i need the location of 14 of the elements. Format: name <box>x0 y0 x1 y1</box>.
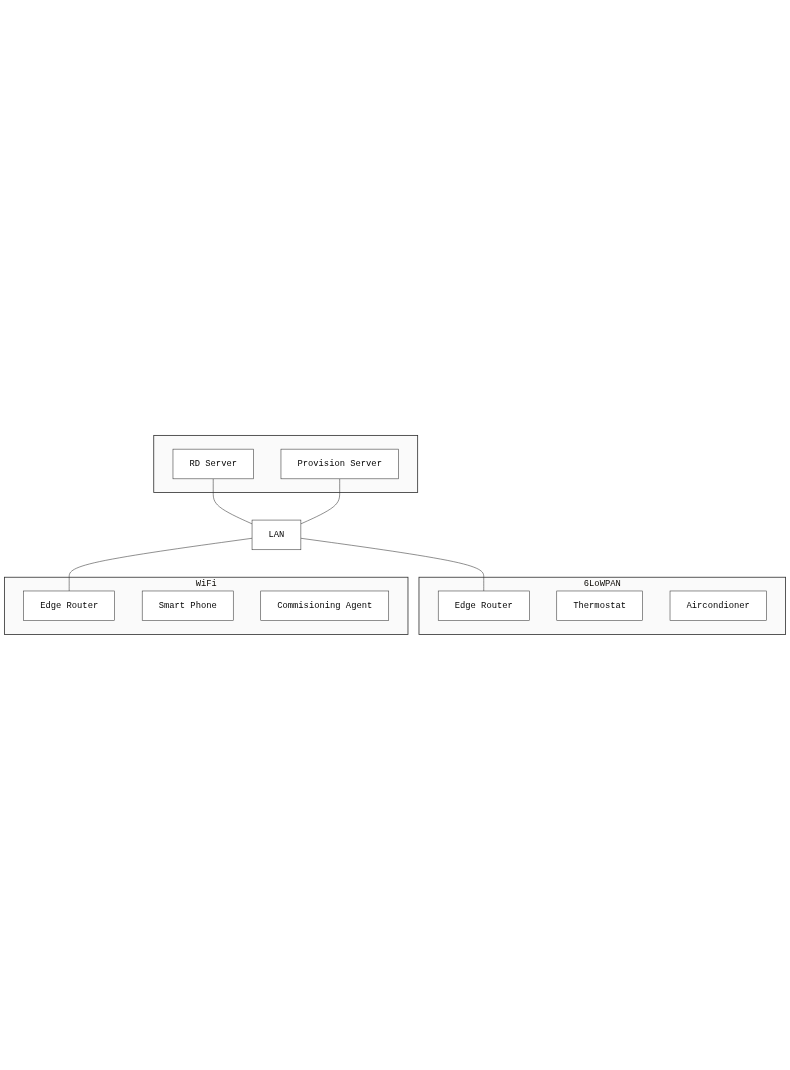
connector <box>68 538 253 592</box>
cluster <box>153 435 419 494</box>
node-box: Smart Phone <box>141 590 234 622</box>
node-box: Provision Server <box>280 448 399 480</box>
connector <box>300 478 340 525</box>
node-box: LAN <box>251 519 302 551</box>
node-box: Edge Router <box>23 590 115 622</box>
connector <box>212 478 253 525</box>
node-box: Aircondioner <box>669 590 767 622</box>
node-box: RD Server <box>172 448 254 480</box>
node-box: Edge Router <box>437 590 530 622</box>
node-box: Commisioning Agent <box>260 590 389 622</box>
connector <box>300 538 484 592</box>
node-box: Thermostat <box>556 590 643 622</box>
